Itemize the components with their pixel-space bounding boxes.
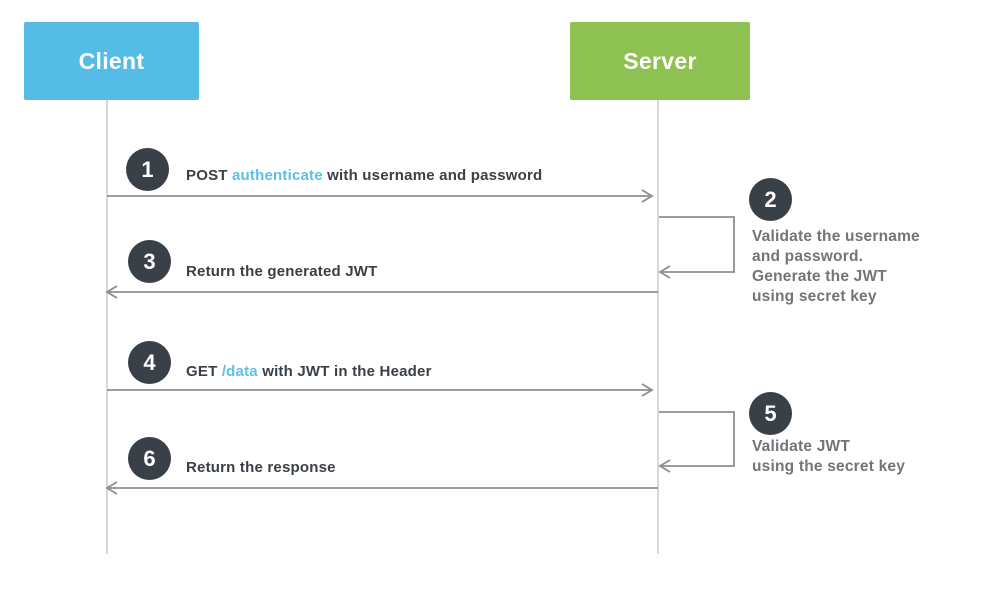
arrowhead-left-6 <box>105 481 118 495</box>
note-2-line-2: and password. <box>752 248 864 265</box>
message-1-prefix: POST <box>186 167 233 184</box>
message-1-endpoint: authenticate <box>232 167 323 184</box>
actor-box-client: Client <box>24 22 199 100</box>
message-4-endpoint: /data <box>221 363 258 380</box>
server-note-2: Validate the username and password. Gene… <box>752 227 920 307</box>
step-badge-2: 2 <box>749 178 792 221</box>
arrowhead-left-3 <box>105 285 118 299</box>
arrowhead-right-4 <box>641 383 654 397</box>
note-5-line-1: Validate JWT <box>752 438 851 455</box>
message-label-3: Return the generated JWT <box>186 263 378 280</box>
actor-label-server: Server <box>623 47 697 74</box>
note-2-line-1: Validate the username <box>752 228 920 245</box>
server-note-5: Validate JWT using the secret key <box>752 437 905 477</box>
step-badge-1: 1 <box>126 148 169 191</box>
arrowhead-left-5 <box>658 459 671 473</box>
note-2-line-4: using secret key <box>752 288 877 305</box>
note-5-line-2: using the secret key <box>752 458 906 475</box>
arrowhead-left-2 <box>658 265 671 279</box>
message-label-4: GET /data with JWT in the Header <box>186 362 432 382</box>
message-label-1: POST authenticate with username and pass… <box>186 166 542 186</box>
arrowhead-right-1 <box>641 189 654 203</box>
note-2-line-3: Generate the JWT <box>752 268 887 285</box>
step-badge-4: 4 <box>128 341 171 384</box>
actor-label-client: Client <box>78 47 145 74</box>
step-badge-5: 5 <box>749 392 792 435</box>
actor-box-server: Server <box>570 22 750 100</box>
step-badge-3: 3 <box>128 240 171 283</box>
step-badge-6: 6 <box>128 437 171 480</box>
message-4-prefix: GET <box>186 363 222 380</box>
message-label-6: Return the response <box>186 459 336 476</box>
self-loop-arrow-5 <box>659 411 735 467</box>
message-1-suffix: with username and password <box>322 167 543 184</box>
message-4-suffix: with JWT in the Header <box>257 363 432 380</box>
self-loop-arrow-2 <box>659 216 735 273</box>
